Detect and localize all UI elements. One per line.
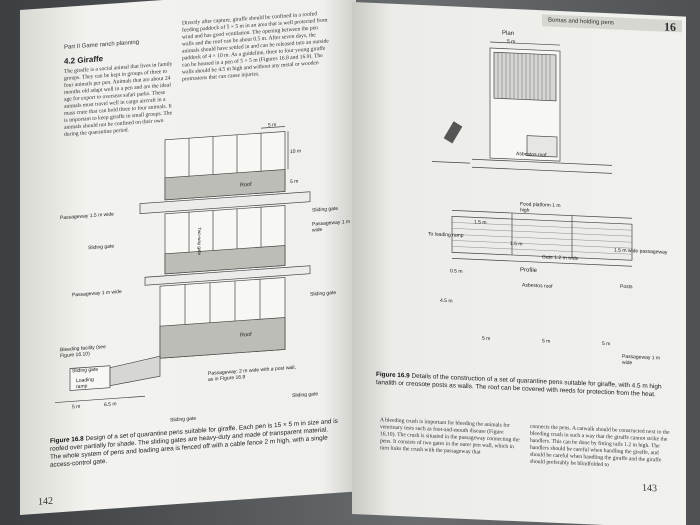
two-way-gate-label: Two-way gate bbox=[197, 227, 202, 256]
profile-4-5m: 4.5 m bbox=[440, 297, 453, 305]
page-number: 143 bbox=[642, 482, 657, 495]
profile-passageway: Passageway 1 m wide bbox=[622, 353, 661, 367]
profile-5m-c: 5 m bbox=[602, 340, 611, 348]
left-page: Part II Game ranch planning 4.2 Giraffe … bbox=[20, 0, 356, 516]
dim-5m-bottom: 5 m bbox=[72, 403, 81, 411]
roof-label-top: Roof bbox=[240, 182, 252, 189]
pen-layout-figure: Roof Roof 5 m 10 m 5 m Two-way gate bbox=[55, 122, 311, 403]
profile-asbestos-roof: Asbestos roof bbox=[522, 282, 553, 290]
right-page: Bomas and holding pens 16 Plan bbox=[352, 2, 686, 525]
caption-text: Details of the construction of a set of … bbox=[376, 372, 662, 399]
sliding-gate-bottom: Sliding gate bbox=[170, 415, 197, 424]
food-platform-label: Food platform 1 m high bbox=[520, 201, 561, 214]
body-column-1: The giraffe is a social animal that live… bbox=[64, 61, 173, 138]
caption-label: Figure 16.9 bbox=[376, 371, 410, 380]
figure-16-8-caption: Figure 16.8 Design of a set of quarantin… bbox=[50, 418, 340, 470]
dim-5m-top: 5 m bbox=[268, 122, 276, 129]
caption-text: Design of a set of quarantine pens suita… bbox=[50, 417, 338, 469]
dim-6-5m: 6.5 m bbox=[104, 401, 117, 409]
profile-5m-a: 5 m bbox=[482, 335, 491, 343]
page-header: Part II Game ranch planning bbox=[64, 39, 140, 51]
posts-label: Posts bbox=[620, 283, 633, 291]
profile-5m-b: 5 m bbox=[542, 338, 551, 345]
chapter-number: 16 bbox=[664, 19, 676, 35]
body-column-2: Directly after capture, giraffe should b… bbox=[182, 11, 329, 83]
plan-and-profile-figure bbox=[432, 41, 633, 267]
profile-0-5m: 0.5 m bbox=[450, 268, 463, 275]
body-column-2: connects the pens. A catwalk should be c… bbox=[530, 423, 670, 469]
plan-1-5m-bottom: 1.5 m bbox=[510, 240, 523, 248]
dim-5m-side: 5 m bbox=[290, 179, 298, 186]
dim-1-5m: 1.5 m bbox=[474, 219, 487, 226]
crate-icon bbox=[443, 121, 463, 144]
page-number: 142 bbox=[38, 495, 53, 508]
asbestos-roof-label: Asbestos roof bbox=[516, 151, 547, 159]
plan-5m: 5 m bbox=[507, 38, 516, 46]
dim-10m: 10 m bbox=[290, 148, 301, 155]
loading-ramp-label: Loading ramp bbox=[76, 376, 94, 391]
roof-label-bottom: Roof bbox=[240, 332, 252, 339]
profile-title: Profile bbox=[520, 267, 538, 275]
body-column-1: A bleeding crush is important for bleedi… bbox=[380, 417, 520, 456]
section-heading: 4.2 Giraffe bbox=[64, 54, 104, 66]
figure-16-9-caption: Figure 16.9 Details of the construction … bbox=[376, 371, 672, 400]
